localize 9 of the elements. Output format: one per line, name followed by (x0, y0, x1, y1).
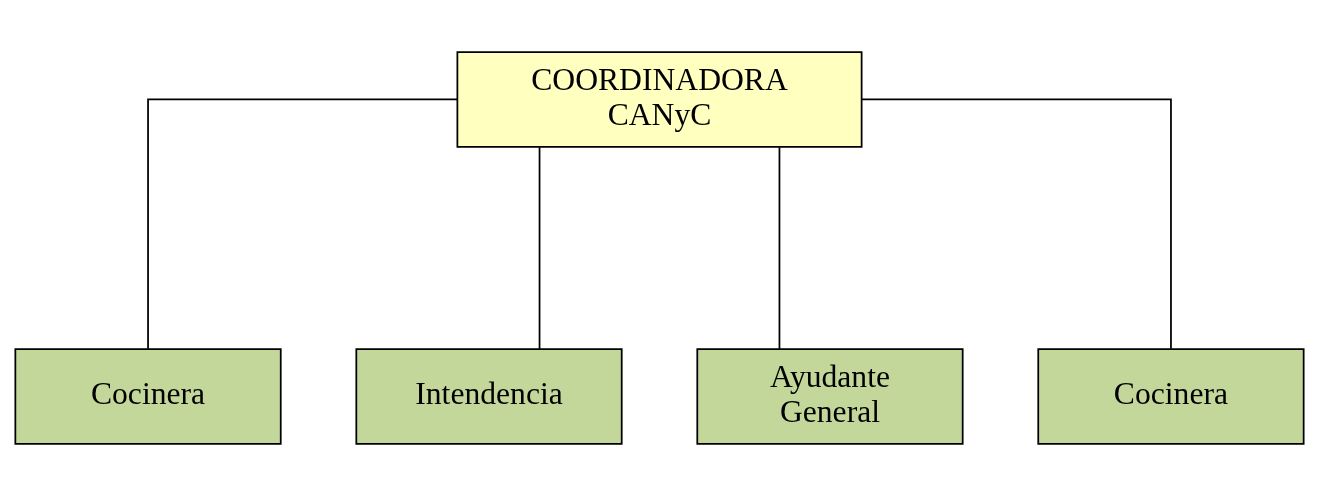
node-box: COORDINADORA CANyC (456, 50, 863, 148)
connector (147, 98, 459, 350)
node-box: Cocinera (14, 347, 282, 445)
node-box: Intendencia (355, 347, 623, 445)
node-box: Cocinera (1037, 347, 1305, 445)
node-box: Ayudante General (696, 347, 964, 445)
connector (860, 98, 1172, 350)
connector (778, 145, 781, 350)
connector (538, 145, 541, 350)
